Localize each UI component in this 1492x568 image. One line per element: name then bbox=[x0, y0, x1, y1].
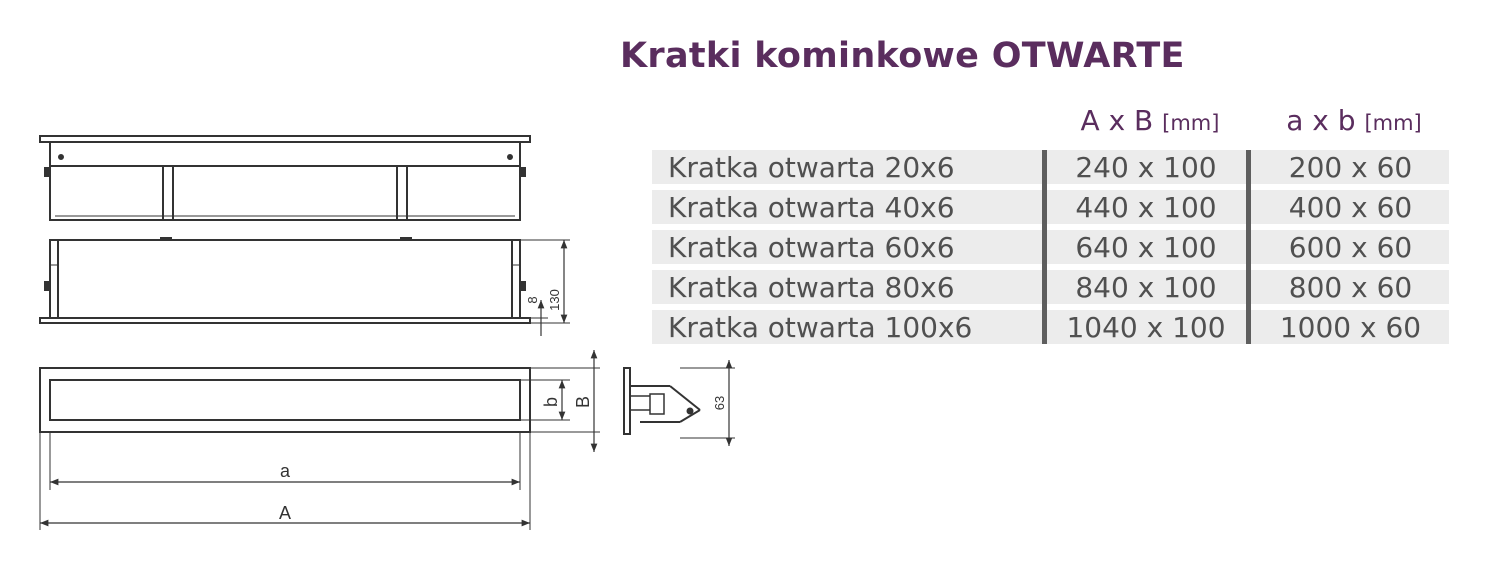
row-ab: 640 x 100 bbox=[1075, 231, 1217, 264]
table-row: Kratka otwarta 100x6 1040 x 100 1000 x 6… bbox=[652, 310, 1449, 344]
table-row: Kratka otwarta 40x6 440 x 100 400 x 60 bbox=[652, 190, 1449, 224]
table-row: Kratka otwarta 80x6 840 x 100 800 x 60 bbox=[652, 270, 1449, 304]
row-name: Kratka otwarta 80x6 bbox=[668, 271, 955, 304]
column-header-small: a x b [mm] bbox=[1252, 104, 1456, 137]
row-name: Kratka otwarta 100x6 bbox=[668, 311, 973, 344]
frame-view bbox=[39, 367, 600, 530]
column-divider bbox=[1246, 150, 1251, 344]
row-name: Kratka otwarta 20x6 bbox=[668, 151, 955, 184]
row-ab: 1040 x 100 bbox=[1066, 311, 1226, 344]
row-name: Kratka otwarta 60x6 bbox=[668, 231, 955, 264]
dim-b-label: b bbox=[541, 397, 561, 407]
dim-a-label: a bbox=[280, 461, 291, 481]
column-header-ab-unit: [mm] bbox=[1162, 111, 1220, 135]
column-header-small-label: a x b bbox=[1286, 104, 1356, 137]
row-small: 800 x 60 bbox=[1288, 271, 1413, 304]
row-small: 400 x 60 bbox=[1288, 191, 1413, 224]
table-row: Kratka otwarta 60x6 640 x 100 600 x 60 bbox=[652, 230, 1449, 264]
technical-drawing: 130 8 b B 63 a A bbox=[39, 135, 735, 530]
dimensions-table: Kratka otwarta 20x6 240 x 100 200 x 60 K… bbox=[652, 150, 1449, 350]
row-ab: 840 x 100 bbox=[1075, 271, 1217, 304]
dim-63-label: 63 bbox=[712, 396, 727, 410]
dim-B-label: B bbox=[573, 396, 593, 408]
profile-view bbox=[623, 367, 735, 439]
table-row: Kratka otwarta 20x6 240 x 100 200 x 60 bbox=[652, 150, 1449, 184]
row-ab: 440 x 100 bbox=[1075, 191, 1217, 224]
row-small: 200 x 60 bbox=[1288, 151, 1413, 184]
column-header-ab: A x B [mm] bbox=[1048, 104, 1252, 137]
row-ab: 240 x 100 bbox=[1075, 151, 1217, 184]
page-title: Kratki kominkowe OTWARTE bbox=[620, 36, 1185, 76]
side-view bbox=[39, 237, 531, 324]
dim-8-label: 8 bbox=[525, 296, 540, 303]
column-header-ab-label: A x B bbox=[1080, 104, 1154, 137]
top-view bbox=[39, 135, 531, 221]
row-small: 600 x 60 bbox=[1288, 231, 1413, 264]
column-header-small-unit: [mm] bbox=[1364, 111, 1422, 135]
row-name: Kratka otwarta 40x6 bbox=[668, 191, 955, 224]
column-divider bbox=[1042, 150, 1047, 344]
dim-130-label: 130 bbox=[547, 289, 562, 311]
row-small: 1000 x 60 bbox=[1279, 311, 1422, 344]
dim-A-label: A bbox=[279, 503, 291, 523]
